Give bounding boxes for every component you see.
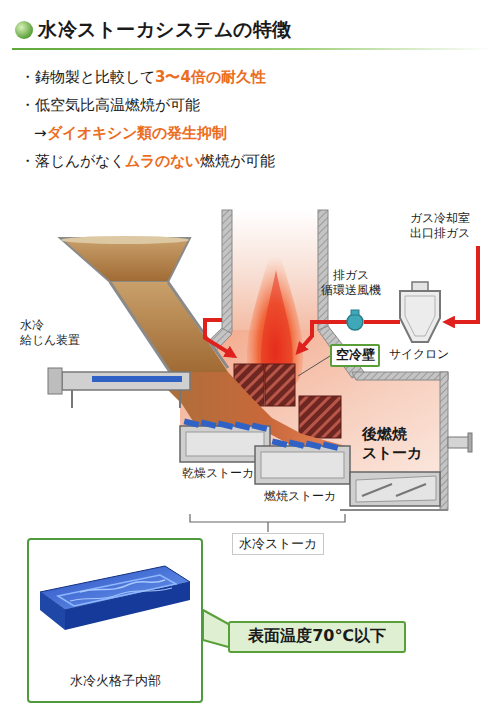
furnace-wall-part [468,433,472,452]
stoker-unit-part [362,484,392,496]
stoker-unit-part [186,432,264,456]
part-label: サイクロン [389,347,449,362]
stoker-unit-part [183,418,199,427]
gas-recirculation-line-part [364,320,400,324]
hatched-wall-panel-part [299,396,341,438]
gas-recirculation-line-part [446,246,478,322]
part-label: 燃焼ストーカ [264,489,336,503]
title-decoration-part [12,48,492,50]
refuse-hopper-part [61,236,189,244]
callout-box: 表面温度70℃以下 [228,621,406,653]
fan-part [351,310,359,315]
feature-text: 燃焼が可能 [200,152,275,170]
part-label: 水冷 給じん装置 [20,318,96,348]
node-text: 空冷壁 [332,347,378,363]
feature-line: ・鋳物製と比較して3〜4倍の耐久性 [20,67,266,87]
stoker-unit-part [234,421,250,430]
refuse-hopper-part [110,282,170,372]
title-decoration-part [15,21,33,39]
feature-highlight: ムラのない [125,152,200,170]
node-text-holder: 表面温度70℃以下 [230,626,404,645]
grate-illustration [40,566,190,630]
cyclone-part [405,296,435,336]
stoker-unit-part [322,441,338,450]
grate-illustration-part [80,580,165,592]
furnace-wall-part [222,210,232,332]
stoker-unit-part [217,420,233,429]
stoker-unit-part [251,422,267,431]
refuse-hopper-part [60,238,190,282]
feeder-part [92,376,182,382]
node-text-holder: 空冷壁 [332,347,378,363]
stoker-bracket [190,514,345,532]
stoker-bracket-part [267,522,268,532]
node-text: 表面温度70℃以下 [230,626,404,645]
furnace-wall-part [352,372,448,380]
feature-text: → [34,124,47,142]
stoker-unit-part [200,419,216,428]
stoker-unit-part [271,438,287,447]
node-text: 水冷火格子内部 [29,673,201,689]
gas-recirculation-line-part [205,320,234,356]
stoker-bracket-part [190,514,345,522]
stoker-unit-part [305,440,321,449]
grate-illustration-part [65,582,190,630]
feeder-part [179,390,181,408]
inset-frame: 水冷火格子内部 [27,538,203,703]
feeder-part [71,390,73,408]
stoker-unit-part [255,446,350,484]
title-text: 水冷ストーカシステムの特徴 [38,17,292,43]
leader-line [298,356,330,376]
feature-text: ・鋳物製と比較して [20,68,155,86]
furnace-wall-part [440,372,448,510]
grate-illustration-part [58,575,176,606]
stoker-unit [180,418,440,506]
leader-line-part [298,356,330,376]
refuse-hopper [60,236,346,456]
stoker-unit-part [356,476,436,502]
refuse-hopper-part [168,282,228,368]
stoker-unit-part [261,452,344,478]
cyclone [400,282,440,342]
gas-recirculation-line [205,246,478,356]
part-label: 乾燥ストーカ [182,466,254,480]
feeder-part [48,368,62,394]
fan [347,310,363,330]
flow-label: ガス冷却室 出口排ガス [402,211,478,241]
cyclone-part [400,291,440,342]
stoker-unit-part [396,484,426,496]
hatched-wall-panel-part [265,364,295,406]
furnace-wall-part [448,437,470,448]
feeder [48,368,190,408]
grate-illustration-part [70,588,172,601]
label-box: 空冷壁 [330,344,380,367]
fan-part [347,314,363,330]
feature-line: ・落じんがなくムラのない燃焼が可能 [20,151,275,171]
cyclone-part [412,282,428,291]
feature-highlight: 3〜4倍の耐久性 [155,68,266,86]
feature-text: ・低空気比高温燃焼が可能 [20,96,200,114]
stoker-unit-part [350,472,440,506]
node-text-holder: 水冷火格子内部 [29,673,201,689]
group-label: 水冷ストーカ [232,533,324,555]
feature-line: →ダイオキシン類の発生抑制 [34,123,227,143]
feature-highlight: ダイオキシン類の発生抑制 [47,124,227,142]
furnace-wall-part [318,210,328,330]
feature-line: ・低空気比高温燃焼が可能 [20,95,200,115]
stoker-unit-part [288,439,304,448]
feeder-part [62,372,190,390]
refuse-hopper-part [110,282,228,372]
part-label: 排ガス 循環送風機 [316,268,386,298]
furnace-wall-part [340,509,448,511]
feature-text: ・落じんがなく [20,152,125,170]
part-label: 後燃焼 ストーカ [362,425,438,463]
